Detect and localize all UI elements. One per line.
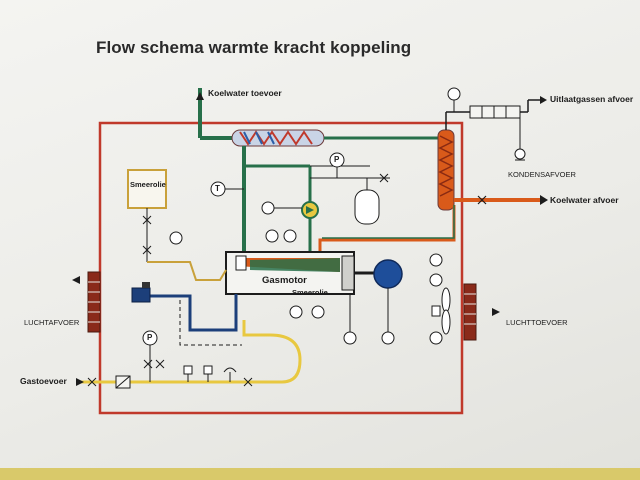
exhaust-outlet-arrow (540, 96, 547, 104)
label-kondensafvoer: KONDENSAFVOER (508, 170, 576, 179)
oil-fill-line (147, 261, 227, 281)
exhaust-gauge (447, 87, 461, 101)
label-smeerolie-tank: Smeerolie (130, 180, 166, 189)
bottom-gauge-3 (343, 331, 357, 345)
koelwater-outlet-arrow (540, 195, 548, 205)
gas-loop-line (242, 320, 302, 384)
outlet-valve-icon (477, 195, 487, 205)
smeerolie-tank (127, 169, 167, 209)
right-gauge-3 (429, 331, 443, 345)
poster-frame-bottom (0, 468, 640, 480)
label-smeerolie-motor: Smeerolie (292, 288, 328, 297)
bottom-gauge-1 (289, 305, 303, 319)
oil-gauge (169, 231, 183, 245)
page-title: Flow schema warmte kracht koppeling (96, 38, 412, 57)
gas-inlet-arrow (76, 378, 84, 386)
ventilation-fan-icon (431, 287, 451, 335)
label-pressure-symbol-top: P (334, 155, 340, 164)
right-gauge-2 (429, 273, 443, 287)
silencer (469, 105, 521, 119)
vessel-valve-icon (379, 173, 389, 183)
generator-icon (373, 259, 403, 289)
bottom-gauge-2 (311, 305, 325, 319)
oil-pump-icon (131, 287, 151, 303)
gas-regulator (223, 367, 237, 373)
label-gastoevoer: Gastoevoer (20, 376, 67, 386)
label-gasmotor: Gasmotor (262, 275, 307, 286)
engine-gauge-2 (283, 229, 297, 243)
pump-gauge-left (261, 201, 275, 215)
koelwater-supply-arrow (196, 92, 204, 100)
label-temperature-symbol: T (215, 184, 220, 193)
air-intake-grille (463, 283, 477, 341)
label-luchtafvoer: LUCHTAFVOER (24, 318, 80, 327)
label-koelwater-afvoer: Koelwater afvoer (550, 195, 619, 205)
air-exhaust-arrow (72, 276, 80, 284)
top-heat-exchanger (231, 129, 325, 147)
oil-return-line (150, 294, 238, 332)
system-boundary (98, 121, 464, 415)
gas-sensor-1 (183, 365, 193, 375)
condensate-trap (514, 148, 526, 160)
air-exhaust-grille (87, 271, 101, 333)
label-luchttoevoer: LUCHTTOEVOER (506, 318, 568, 327)
expansion-vessel (354, 189, 380, 225)
gas-sensor-2 (203, 365, 213, 375)
bottom-gauge-4 (381, 331, 395, 345)
gas-valve-1 (87, 377, 97, 387)
label-koelwater-toevoer: Koelwater toevoer (208, 88, 282, 98)
exhaust-heat-exchanger (437, 129, 455, 211)
air-intake-arrow (492, 308, 500, 316)
label-pressure-symbol-gas: P (147, 333, 153, 342)
engine-gauge-1 (265, 229, 279, 243)
gas-valve-2 (243, 377, 253, 387)
gasmotor-block (225, 251, 355, 295)
right-gauge-1 (429, 253, 443, 267)
label-uitlaatgassen-afvoer: Uitlaatgassen afvoer (550, 94, 634, 104)
